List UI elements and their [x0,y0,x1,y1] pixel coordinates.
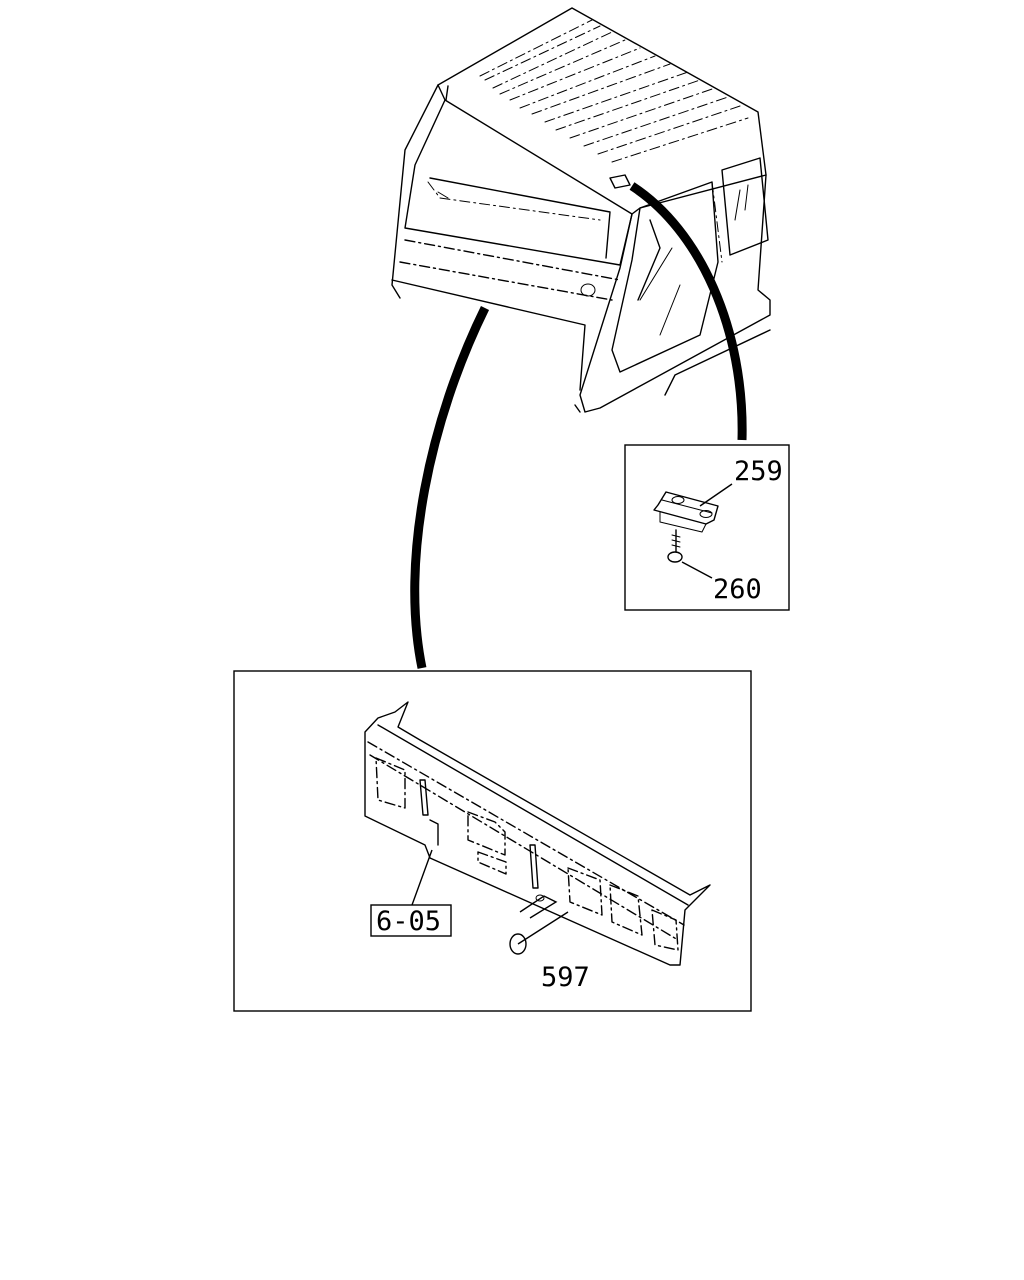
plug-icon [509,933,527,955]
cab-body [391,7,771,413]
callout-260: 260 [713,574,762,605]
leader-6-05 [411,849,433,906]
plate-icon [653,491,719,533]
connector-arc-roof-plate [629,182,747,441]
callout-6-05: 6-05 [376,906,441,937]
detail-box-plate [624,444,790,611]
leader-597 [517,911,569,945]
rear-panel-icon [364,701,711,966]
leader-260 [681,561,713,579]
connector-arc-rear-panel [410,306,490,669]
callout-259: 259 [734,456,783,487]
detail-box-rear-panel [233,670,752,1012]
callout-597: 597 [541,962,590,993]
leader-259 [699,483,733,507]
callout-6-05-box [370,904,452,937]
screw-icon [667,529,683,563]
